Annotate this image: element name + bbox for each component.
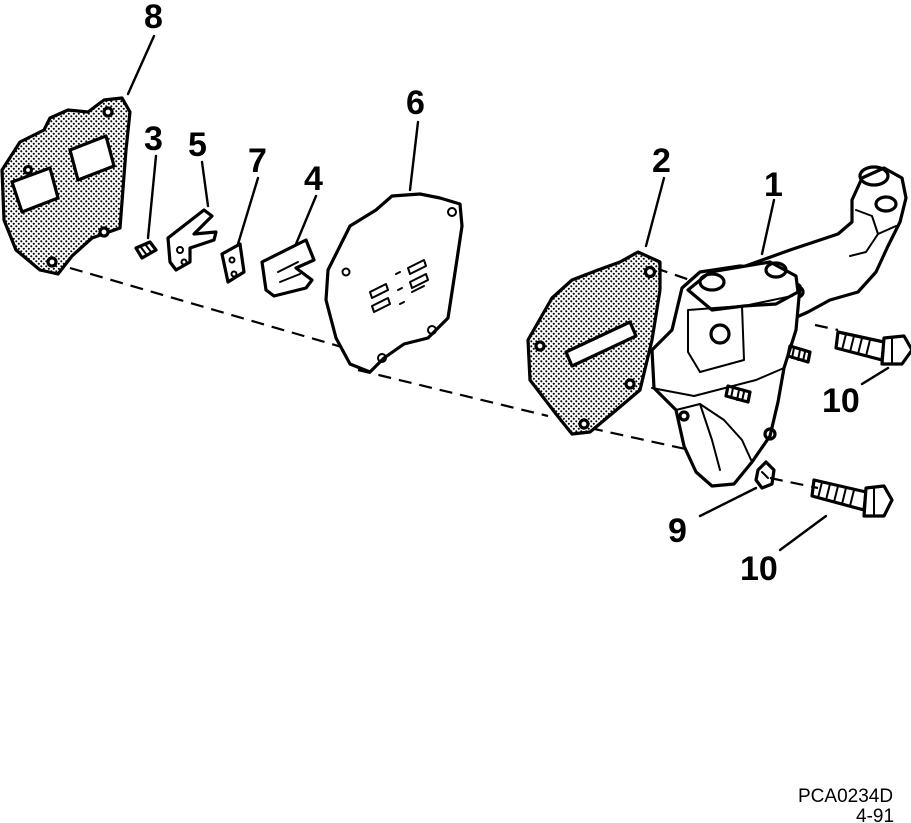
reference-date: 4-91 xyxy=(856,806,894,823)
callout-8: 8 xyxy=(144,0,163,36)
part-1-housing xyxy=(650,165,908,488)
part-3-screw xyxy=(134,240,158,260)
leader-lines xyxy=(126,34,890,552)
part-7-plate xyxy=(220,242,246,284)
callout-10-lower: 10 xyxy=(740,550,778,588)
callout-1: 1 xyxy=(764,166,783,204)
reference-code: PCA0234D xyxy=(798,786,893,807)
part-2-gasket xyxy=(526,250,662,436)
part-8-gasket xyxy=(0,96,132,276)
part-5-reed-stop xyxy=(166,208,218,272)
part-9-clip xyxy=(754,460,776,490)
callout-10-upper: 10 xyxy=(822,382,860,420)
callout-9: 9 xyxy=(668,512,687,550)
reference-block: PCA0234D 4-91 xyxy=(798,786,894,823)
callout-6: 6 xyxy=(406,84,425,122)
callout-7: 7 xyxy=(248,142,267,180)
callout-5: 5 xyxy=(188,126,207,164)
part-10-bolt-upper xyxy=(834,330,911,366)
part-6-reed-plate xyxy=(324,192,464,374)
callout-labels: 8 3 5 7 4 6 2 1 10 9 10 xyxy=(144,0,860,588)
callout-2: 2 xyxy=(652,142,671,180)
callout-3: 3 xyxy=(144,120,163,158)
callout-4: 4 xyxy=(304,160,323,198)
part-4-reed xyxy=(260,238,316,298)
part-10-bolt-lower xyxy=(810,478,894,518)
